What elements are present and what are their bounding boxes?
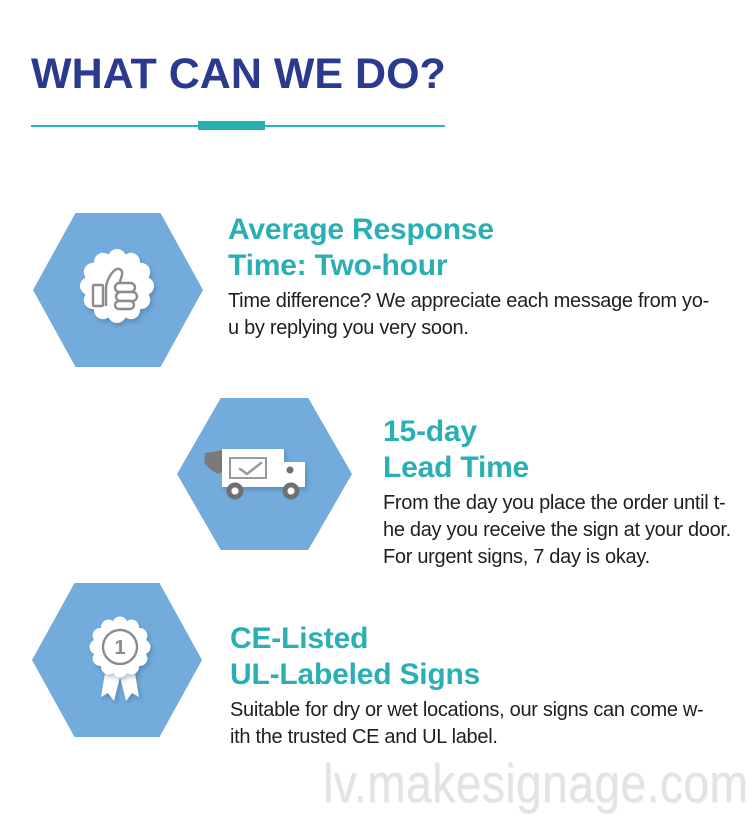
cab-detail-dot [286,466,294,474]
divider-accent-bar [198,121,265,130]
heading-line: Average Response [228,213,494,246]
body-line: From the day you place the order until t… [383,492,726,514]
truck-wheels [226,482,300,500]
body-line: ith the trusted CE and UL label. [230,726,498,748]
award-medal-icon: 1 [89,616,151,701]
section-certifications: CE-Listed UL-Labeled Signs Suitable for … [230,621,735,751]
checkmark-icon [238,461,263,476]
heading-line: Lead Time [383,451,530,484]
thumbs-up-badge-icon [80,249,154,323]
section-heading: Average Response Time: Two-hour [228,212,733,284]
medal-number: 1 [114,637,125,659]
section-body: From the day you place the order until t… [383,490,743,571]
section-body: Time difference? We appreciate each mess… [228,288,733,342]
section-response-time: Average Response Time: Two-hour Time dif… [228,212,733,342]
section-body: Suitable for dry or wet locations, our s… [230,697,735,751]
truck-tail-flap [204,450,224,474]
heading-line: UL-Labeled Signs [230,658,481,691]
thumbs-up-glyph [91,267,139,311]
section-heading: 15-day Lead Time [383,414,743,486]
page-title: WHAT CAN WE DO? [31,50,446,98]
heading-line: 15-day [383,415,477,448]
cargo-label-panel [229,457,267,479]
medal-inner-circle [101,628,139,666]
title-divider [31,121,445,130]
heading-line: CE-Listed [230,622,369,655]
section-heading: CE-Listed UL-Labeled Signs [230,621,735,693]
body-line: Time difference? We appreciate each mess… [228,290,709,312]
body-line: he day you receive the sign at your door… [383,519,731,541]
heading-line: Time: Two-hour [228,249,448,282]
section-lead-time: 15-day Lead Time From the day you place … [383,414,743,571]
body-line: u by replying you very soon. [228,317,469,339]
body-line: For urgent signs, 7 day is okay. [383,546,650,568]
body-line: Suitable for dry or wet locations, our s… [230,699,704,721]
delivery-truck-icon [204,449,305,500]
watermark-text: lv.makesignage.com [322,751,748,814]
